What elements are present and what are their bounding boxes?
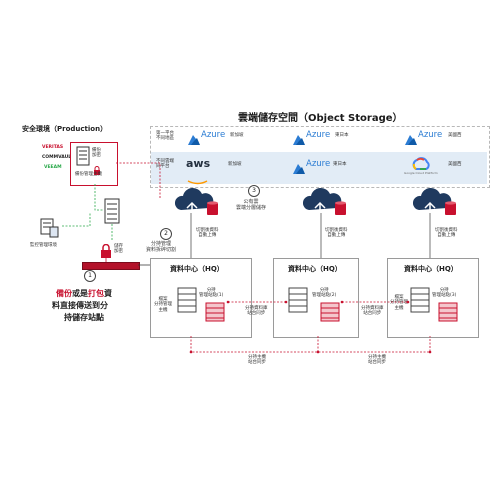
azure-text-4: Azure bbox=[306, 159, 331, 169]
step-1-word-backup: 備份 bbox=[56, 289, 72, 298]
upload-label-3: 切割後資料 自動上傳 bbox=[435, 228, 458, 239]
monitor-label: 監控管理環境 bbox=[30, 243, 57, 248]
storage-server-icon bbox=[104, 198, 120, 228]
hq2-server-rack-icon bbox=[288, 287, 308, 317]
azure-icon bbox=[293, 164, 305, 174]
region-row1-2: 東日本 bbox=[335, 133, 349, 138]
step-3-label: 公有雲 雲端分層儲存 bbox=[236, 199, 267, 211]
step-1-line3: 持儲存站點 bbox=[64, 313, 104, 322]
region-row1-1: 新加坡 bbox=[230, 133, 244, 138]
cloud-node-3 bbox=[412, 186, 463, 222]
aws-logo: aws bbox=[186, 157, 211, 170]
hq-box-1 bbox=[150, 258, 252, 338]
step-3-circle: 3 bbox=[248, 185, 260, 197]
region-row2-3: 美國西 bbox=[448, 162, 462, 167]
upload-label-2: 切割後資料 自動上傳 bbox=[325, 228, 348, 239]
hq1-server-rack-icon bbox=[177, 287, 197, 317]
step-1-word-pack: 打包 bbox=[88, 289, 104, 298]
step-1-line2: 料直接傳送到分 bbox=[52, 301, 108, 310]
vendor-commvault: COMMVAULT bbox=[42, 155, 74, 160]
backup-host-label: 備份管理主機 bbox=[75, 172, 102, 177]
hq3-station-label: 分持 管理站點(3) bbox=[432, 288, 457, 299]
step-1-circle: 1 bbox=[84, 270, 96, 282]
vendor-veeam: VEEAM bbox=[44, 165, 62, 170]
sync-label-2: 分持資料庫 站台同步 bbox=[361, 306, 384, 317]
hq1-storage-icon bbox=[205, 302, 225, 326]
hq3-server-rack-icon bbox=[410, 287, 430, 317]
upload-label-1: 切割後資料 自動上傳 bbox=[196, 228, 219, 239]
google-cloud-caption: Google Cloud Platform bbox=[404, 171, 438, 175]
azure-icon bbox=[188, 135, 200, 145]
azure-logo-1 bbox=[188, 130, 200, 149]
backup-server-icon bbox=[76, 146, 90, 170]
azure-text-3: Azure bbox=[418, 130, 443, 140]
sync-label-1: 分持資料庫 站台同步 bbox=[245, 306, 268, 317]
cloud-storage-title: 雲端儲存空間（Object Storage） bbox=[238, 113, 403, 124]
monitor-icon bbox=[38, 218, 60, 242]
storage-encrypt-label: 儲存 加密 bbox=[114, 244, 123, 255]
region-row2-2: 東日本 bbox=[333, 162, 347, 167]
backup-lock-icon bbox=[93, 160, 101, 179]
step-1-word-or: 或是 bbox=[72, 289, 88, 298]
hq3-main-host: 檔案 分持管理 主機 bbox=[390, 295, 408, 311]
azure-logo-2 bbox=[293, 130, 305, 149]
hq-title-1: 資料中心（HQ） bbox=[170, 265, 224, 273]
step-1-word-data: 資 bbox=[104, 289, 112, 298]
appliance-bar bbox=[82, 262, 140, 270]
production-title: 安全環境（Production） bbox=[22, 125, 108, 133]
hq3-storage-icon bbox=[438, 302, 458, 326]
region-row2-1: 新加坡 bbox=[228, 162, 242, 167]
backup-encrypt-label: 備份 加密 bbox=[92, 148, 101, 159]
hq-box-2 bbox=[273, 258, 359, 338]
hq-title-2: 資料中心（HQ） bbox=[288, 265, 342, 273]
hq2-storage-icon bbox=[320, 302, 340, 326]
hq-box-3 bbox=[387, 258, 479, 338]
cloud-row2-band bbox=[151, 152, 487, 184]
cloud-node-2 bbox=[302, 186, 353, 222]
aws-smile-icon bbox=[187, 170, 209, 189]
vendor-veritas: VERITAS bbox=[42, 145, 64, 150]
storage-lock-icon bbox=[100, 243, 112, 262]
bottom-sync-label-2: 分持主機 站台同步 bbox=[368, 355, 386, 366]
row1-label: 第一平台 不同地區 bbox=[156, 131, 174, 142]
azure-text-2: Azure bbox=[306, 130, 331, 140]
bottom-sync-label-1: 分持主機 站台同步 bbox=[248, 355, 266, 366]
google-cloud-logo bbox=[412, 156, 430, 175]
azure-icon bbox=[405, 135, 417, 145]
hq1-station-label: 分持 管理站點(1) bbox=[199, 288, 224, 299]
hq-title-3: 資料中心（HQ） bbox=[404, 265, 458, 273]
hq1-main-host: 檔案 分持管理 主機 bbox=[154, 297, 172, 313]
cloud-node-1 bbox=[174, 186, 225, 222]
azure-text-1: Azure bbox=[201, 130, 226, 140]
row2-label: 不同雲端 同平台 bbox=[156, 159, 174, 170]
azure-logo-4 bbox=[293, 159, 305, 178]
step-1-line1: 備份或是打包資 bbox=[56, 290, 112, 298]
azure-logo-3 bbox=[405, 130, 417, 149]
step-2-label: 分持管理 資料拆碎切割 bbox=[146, 241, 177, 253]
azure-icon bbox=[293, 135, 305, 145]
step-2-circle: 2 bbox=[160, 228, 172, 240]
region-row1-3: 美國西 bbox=[448, 133, 462, 138]
google-cloud-icon bbox=[412, 157, 430, 170]
hq2-station-label: 分持 管理站點(2) bbox=[312, 288, 337, 299]
